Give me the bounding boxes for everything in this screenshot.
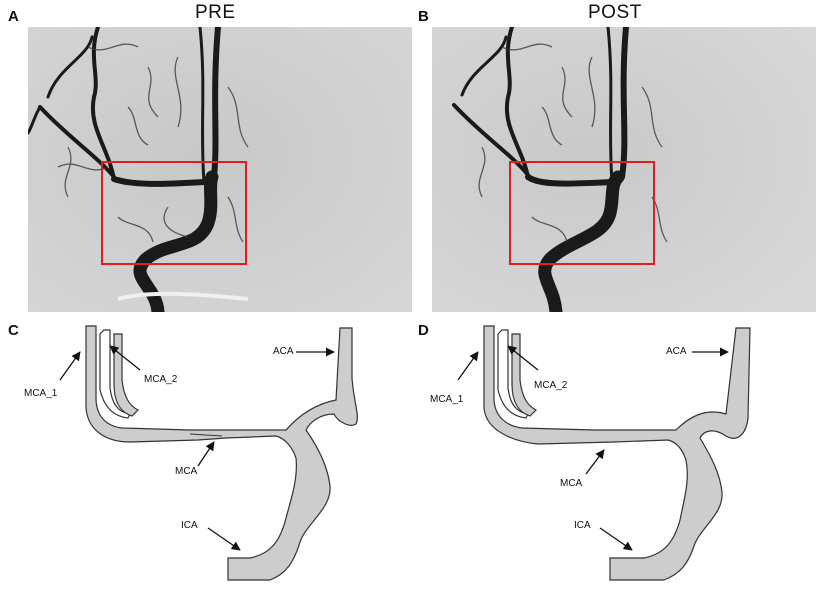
label-aca: ACA — [273, 346, 294, 357]
label-mca: MCA — [175, 466, 198, 477]
panel-title-post: POST — [588, 2, 642, 23]
label-ica: ICA — [181, 520, 198, 531]
label-mca-1: MCA_1 — [24, 388, 58, 399]
label-mca-2: MCA_2 — [144, 374, 178, 385]
panel-title-pre: PRE — [195, 2, 236, 23]
panel-letter-c: C — [8, 322, 19, 339]
panel-letter-b: B — [418, 8, 429, 25]
roi-box-post — [509, 161, 655, 265]
vessel-diagram-pre: MCA_1 MCA_2 ACA MCA ICA — [0, 318, 414, 591]
label-mca-2: MCA_2 — [534, 380, 568, 391]
vessel-diagram-post: MCA_1 MCA_2 ACA MCA ICA — [414, 318, 828, 591]
vessel-shape — [85, 325, 358, 581]
angiogram-pre — [28, 27, 412, 312]
label-mca: MCA — [560, 478, 583, 489]
label-mca-1: MCA_1 — [430, 394, 464, 405]
label-aca: ACA — [666, 346, 687, 357]
panel-letter-d: D — [418, 322, 429, 339]
vessel-shape — [483, 325, 751, 581]
panel-letter-a: A — [8, 8, 19, 25]
roi-box-pre — [101, 161, 247, 265]
angiogram-post — [432, 27, 816, 312]
label-ica: ICA — [574, 520, 591, 531]
